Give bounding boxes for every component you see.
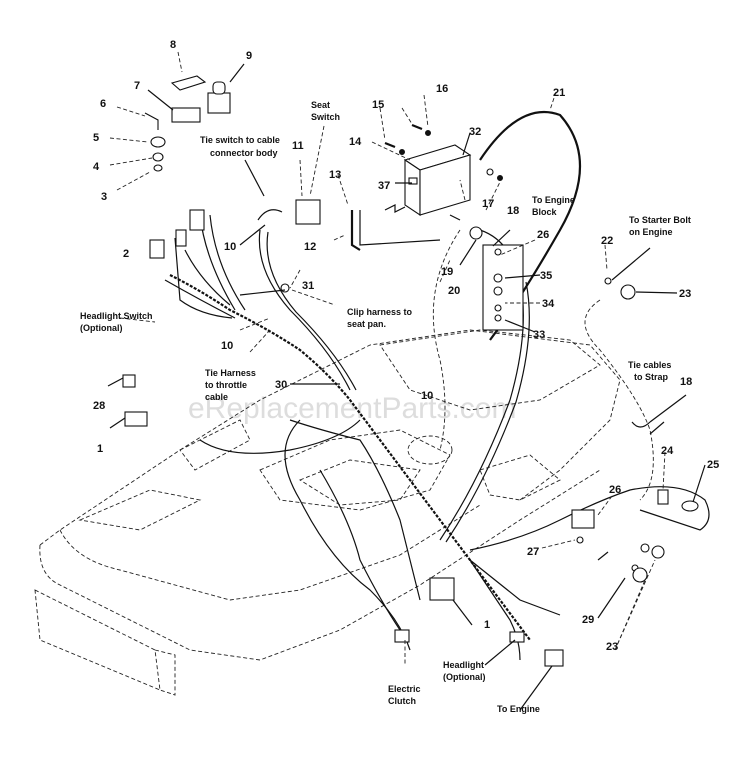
- callout-10-top: 10: [224, 241, 236, 253]
- callout-26-right: 26: [609, 484, 621, 496]
- headlight-connector: [509, 631, 525, 643]
- part-8-cover: [170, 75, 207, 91]
- note-tie-switch-1: Tie switch to cable: [200, 135, 280, 145]
- note-to-engine: To Engine: [497, 704, 540, 714]
- note-clip-harness-2: seat pan.: [347, 319, 386, 329]
- note-headlight-switch-2: (Optional): [80, 323, 123, 333]
- callout-37: 37: [378, 180, 390, 192]
- callout-12: 12: [304, 241, 316, 253]
- annotations: Seat Switch Tie switch to cable connecto…: [80, 100, 691, 714]
- callout-29: 29: [582, 614, 594, 626]
- callout-25: 25: [707, 459, 719, 471]
- callout-24: 24: [661, 445, 674, 457]
- callout-14: 14: [349, 136, 362, 148]
- part-1-relay-left: [124, 411, 148, 427]
- callout-11: 11: [292, 140, 304, 152]
- callout-19: 19: [441, 266, 453, 278]
- part-19-boot: [469, 226, 483, 240]
- note-engine-block-2: Block: [532, 207, 558, 217]
- callout-5: 5: [93, 132, 99, 144]
- callout-28: 28: [93, 400, 105, 412]
- note-tie-cables-1: Tie cables: [628, 360, 671, 370]
- note-clip-harness-1: Clip harness to: [347, 307, 413, 317]
- components: [122, 75, 699, 667]
- note-tie-harness-3: cable: [205, 392, 228, 402]
- part-25: [681, 500, 699, 512]
- callout-33: 33: [533, 329, 545, 341]
- note-starter-bolt-2: on Engine: [629, 227, 673, 237]
- engine-block-bracket: [482, 244, 524, 331]
- callout-6: 6: [100, 98, 106, 110]
- part-24: [657, 489, 669, 505]
- note-seat-switch-2: Switch: [311, 112, 340, 122]
- callout-18-right: 18: [680, 376, 692, 388]
- frame-drawing: [34, 329, 621, 696]
- note-seat-switch-1: Seat: [311, 100, 330, 110]
- callout-27: 27: [527, 546, 539, 558]
- note-tie-cables-2: to Strap: [634, 372, 669, 382]
- callout-3: 3: [101, 191, 107, 203]
- callout-18-top: 18: [507, 205, 519, 217]
- callout-9: 9: [246, 50, 252, 62]
- callout-10-mid: 10: [221, 340, 233, 352]
- callout-15: 15: [372, 99, 384, 111]
- callout-31: 31: [302, 280, 314, 292]
- part-23-boot: [620, 284, 636, 300]
- note-engine-block-1: To Engine: [532, 195, 575, 205]
- callout-20: 20: [448, 285, 460, 297]
- note-starter-bolt-1: To Starter Bolt: [629, 215, 691, 225]
- callout-30: 30: [275, 379, 287, 391]
- callout-1-left: 1: [97, 443, 103, 455]
- note-tie-harness-1: Tie Harness: [205, 368, 256, 378]
- part-9-switch: [207, 92, 231, 114]
- callout-17: 17: [482, 198, 494, 210]
- watermark: eReplacementParts.com: [188, 392, 516, 425]
- callout-23-top: 23: [679, 288, 691, 300]
- callout-2: 2: [123, 248, 129, 260]
- leader-lines: [107, 51, 706, 711]
- callout-1-bottom: 1: [484, 619, 490, 631]
- note-tie-harness-2: to throttle: [205, 380, 247, 390]
- callout-16: 16: [436, 83, 448, 95]
- callout-23-bottom: 23: [606, 641, 618, 653]
- callout-35: 35: [540, 270, 552, 282]
- callout-32: 32: [469, 126, 481, 138]
- callout-21: 21: [553, 87, 565, 99]
- part-26-solenoid: [571, 509, 595, 529]
- callout-numbers: 8 9 7 6 5 4 3 11 13 10 12 14 15 16 32 37…: [93, 39, 719, 653]
- part-4-washer: [152, 152, 164, 162]
- callout-34: 34: [542, 298, 555, 310]
- battery: [384, 144, 472, 217]
- part-11-seat-switch: [295, 199, 321, 225]
- part-3-lockwasher: [153, 164, 163, 172]
- engine-connector: [544, 649, 564, 667]
- note-electric-clutch-2: Clutch: [388, 696, 416, 706]
- callout-8: 8: [170, 39, 176, 51]
- note-electric-clutch-1: Electric: [388, 684, 421, 694]
- part-6-key: [144, 112, 159, 130]
- part-2-headlight-switch: [149, 239, 165, 259]
- part-28-clip: [122, 374, 136, 388]
- part-1-relay-bottom: [429, 577, 455, 601]
- part-7-bezel: [171, 107, 201, 123]
- callout-10-center: 10: [421, 390, 433, 402]
- note-headlight-switch-1: Headlight Switch: [80, 311, 153, 321]
- callout-7: 7: [134, 80, 140, 92]
- callout-22: 22: [601, 235, 613, 247]
- electric-clutch-connector: [394, 629, 410, 643]
- callout-26-top: 26: [537, 229, 549, 241]
- note-headlight-2: (Optional): [443, 672, 486, 682]
- callout-4: 4: [93, 161, 100, 173]
- callout-13: 13: [329, 169, 341, 181]
- note-tie-switch-2: connector body: [210, 148, 278, 158]
- note-headlight-1: Headlight: [443, 660, 484, 670]
- connector: [189, 209, 205, 231]
- part-5-nut: [150, 136, 166, 148]
